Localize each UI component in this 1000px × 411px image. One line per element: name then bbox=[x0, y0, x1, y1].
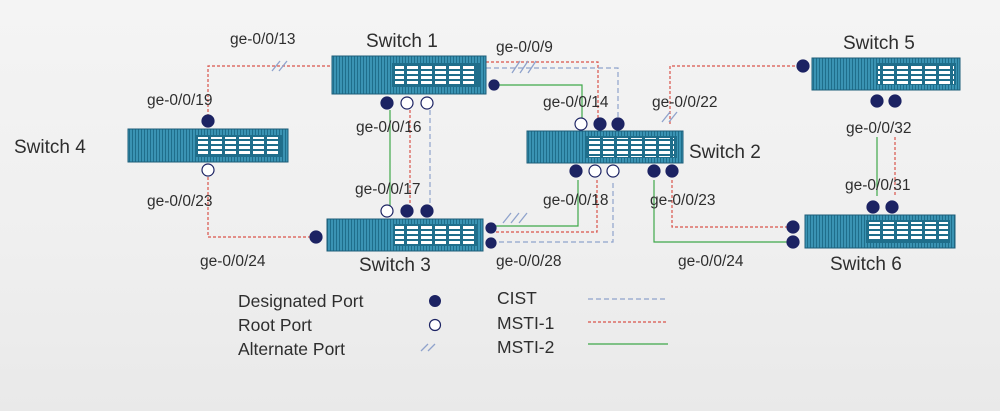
link-s3-s2-cist bbox=[491, 180, 614, 243]
alternate-mark-ge-0-0-13 bbox=[271, 60, 288, 72]
legend-alternate-label: Alternate Port bbox=[238, 339, 345, 359]
port-markers bbox=[201, 59, 902, 249]
legend: Designated Port Root Port Alternate Port… bbox=[238, 288, 668, 359]
switch-2[interactable] bbox=[526, 130, 684, 164]
legend-designated-label: Designated Port bbox=[238, 291, 364, 311]
switch-label: Switch 1 bbox=[366, 31, 438, 52]
designated-port bbox=[786, 220, 800, 234]
alternate-mark-ge-0-0-22 bbox=[661, 111, 678, 123]
switch-label: Switch 2 bbox=[689, 142, 761, 163]
designated-port bbox=[309, 230, 323, 244]
designated-port bbox=[400, 204, 414, 218]
link-s3-s2-msti2 bbox=[491, 180, 579, 227]
link-s4-s3-msti1 bbox=[207, 172, 316, 238]
switch-label: Switch 3 bbox=[359, 255, 431, 276]
switch-label: Switch 4 bbox=[14, 137, 86, 158]
switch-6[interactable] bbox=[804, 214, 956, 249]
port-label: ge-0/0/23 bbox=[147, 193, 213, 210]
port-label: ge-0/0/24 bbox=[678, 253, 744, 270]
links bbox=[207, 61, 896, 243]
link-s2-s5-msti1 bbox=[669, 65, 803, 124]
root-port bbox=[588, 164, 602, 178]
port-label: ge-0/0/31 bbox=[845, 177, 911, 194]
alternate-mark-ge-0-0-18 bbox=[502, 212, 528, 224]
port-label: ge-0/0/28 bbox=[496, 253, 562, 270]
root-port bbox=[606, 164, 620, 178]
port-label: ge-0/0/18 bbox=[543, 192, 609, 209]
port-label: ge-0/0/23 bbox=[650, 192, 716, 209]
link-s3-s2-msti1 bbox=[491, 180, 598, 233]
port-label: ge-0/0/14 bbox=[543, 94, 609, 111]
designated-port bbox=[611, 117, 625, 131]
designated-port bbox=[647, 164, 661, 178]
root-port bbox=[420, 96, 434, 110]
legend-cist-label: CIST bbox=[497, 288, 537, 308]
designated-port bbox=[870, 94, 884, 108]
port-label: ge-0/0/22 bbox=[652, 94, 718, 111]
switch-5[interactable] bbox=[811, 57, 961, 91]
switch-label: Switch 5 bbox=[843, 33, 915, 54]
switch-4[interactable] bbox=[127, 128, 289, 163]
port-label: ge-0/0/19 bbox=[147, 92, 213, 109]
alternate-port-marks bbox=[271, 60, 678, 224]
port-label: ge-0/0/32 bbox=[846, 120, 912, 137]
root-port bbox=[201, 163, 215, 177]
designated-port bbox=[485, 222, 497, 234]
port-labels: ge-0/0/13 ge-0/0/9 ge-0/0/19 ge-0/0/16 g… bbox=[147, 31, 912, 270]
link-s1-s2-cist bbox=[486, 67, 619, 124]
alternate-port-icon bbox=[420, 343, 436, 352]
root-port bbox=[380, 204, 394, 218]
root-port-icon bbox=[428, 318, 442, 332]
designated-port bbox=[786, 235, 800, 249]
port-label: ge-0/0/17 bbox=[355, 181, 421, 198]
link-s1-s2-msti2 bbox=[494, 84, 583, 124]
link-s1-s2-msti1 bbox=[486, 61, 599, 124]
designated-port bbox=[380, 96, 394, 110]
designated-port bbox=[569, 164, 583, 178]
designated-port bbox=[593, 117, 607, 131]
designated-port bbox=[488, 79, 500, 91]
port-label: ge-0/0/24 bbox=[200, 253, 266, 270]
designated-port bbox=[885, 200, 899, 214]
switch-3[interactable] bbox=[326, 218, 484, 252]
link-s2-s6-msti2 bbox=[653, 180, 793, 243]
switch-labels: Switch 1 Switch 2 Switch 3 Switch 4 Swit… bbox=[14, 31, 915, 276]
designated-port bbox=[888, 94, 902, 108]
legend-msti2-label: MSTI-2 bbox=[497, 337, 554, 357]
root-port bbox=[574, 117, 588, 131]
port-label: ge-0/0/16 bbox=[356, 119, 422, 136]
legend-root-label: Root Port bbox=[238, 315, 312, 335]
link-s4-s1-msti1 bbox=[207, 65, 332, 117]
link-s2-s6-msti1 bbox=[671, 180, 793, 228]
designated-port bbox=[866, 200, 880, 214]
root-port bbox=[400, 96, 414, 110]
designated-port bbox=[420, 204, 434, 218]
designated-port bbox=[485, 237, 497, 249]
switch-label: Switch 6 bbox=[830, 254, 902, 275]
switch-1[interactable] bbox=[331, 55, 487, 95]
designated-port bbox=[201, 114, 215, 128]
alternate-mark-ge-0-0-9 bbox=[511, 60, 537, 74]
designated-port bbox=[796, 59, 810, 73]
legend-msti1-label: MSTI-1 bbox=[497, 313, 554, 333]
port-label: ge-0/0/9 bbox=[496, 39, 553, 56]
port-label: ge-0/0/13 bbox=[230, 31, 296, 48]
designated-port bbox=[665, 164, 679, 178]
designated-port-icon bbox=[429, 295, 441, 307]
